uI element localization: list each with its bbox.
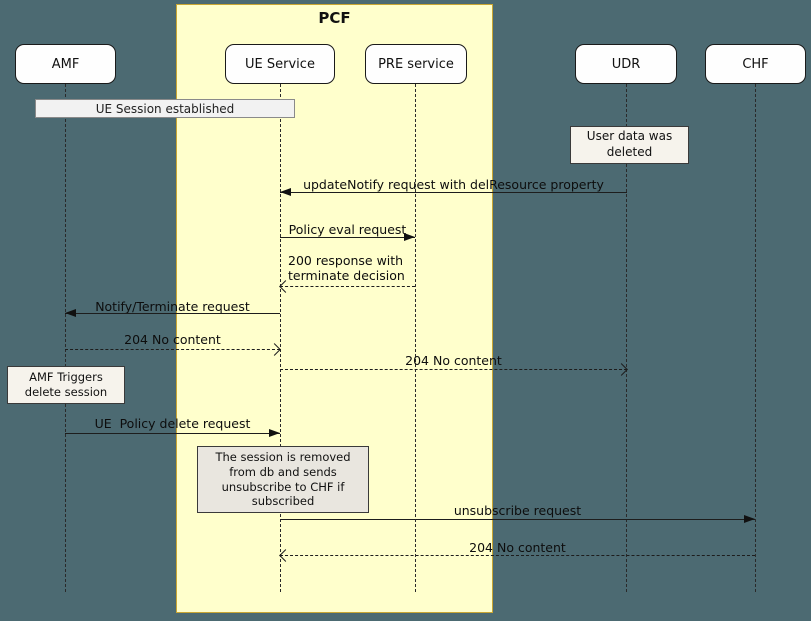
note-user-data-deleted: User data was deleted <box>570 126 689 164</box>
message-label-policy-eval: Policy eval request <box>288 222 407 237</box>
message-line-200-terminate <box>280 286 415 287</box>
message-line-204-amf <box>65 349 280 350</box>
message-label-204-amf: 204 No content <box>124 332 221 347</box>
message-label-notify-terminate: Notify/Terminate request <box>95 299 250 314</box>
participant-udr: UDR <box>575 44 677 84</box>
message-label-policy-delete: UE Policy delete request <box>94 416 251 431</box>
arrowhead-right-icon <box>744 515 755 523</box>
message-label-update-notify: updateNotify request with delResource pr… <box>303 177 604 192</box>
participant-pre-service: PRE service <box>365 44 467 84</box>
lifeline-amf <box>65 84 66 592</box>
participant-ue-service: UE Service <box>225 44 335 84</box>
note-amf-triggers-delete: AMF Triggers delete session <box>7 366 125 404</box>
lifeline-udr <box>626 84 627 592</box>
message-line-notify-terminate <box>65 313 280 314</box>
participant-amf: AMF <box>15 44 116 84</box>
arrowhead-right-icon <box>404 233 415 241</box>
message-line-update-notify <box>280 192 627 193</box>
message-label-204-udr: 204 No content <box>405 353 502 368</box>
lifeline-chf <box>755 84 756 592</box>
message-line-unsubscribe <box>280 519 755 520</box>
lifeline-ue-service <box>280 84 281 592</box>
message-label-200-terminate: 200 response with terminate decision <box>288 253 405 283</box>
divider-ue-session-established: UE Session established <box>35 99 295 118</box>
message-label-204-chf: 204 No content <box>469 540 566 555</box>
note-session-removed: The session is removed from db and sends… <box>197 446 369 513</box>
message-line-204-chf <box>280 555 755 556</box>
arrowhead-left-icon <box>65 309 76 317</box>
arrowhead-left-icon <box>280 188 291 196</box>
message-line-policy-delete <box>65 433 280 434</box>
message-line-policy-eval <box>280 237 415 238</box>
pcf-frame-title: PCF <box>318 9 351 27</box>
participant-chf: CHF <box>705 44 806 84</box>
message-line-204-udr <box>280 369 627 370</box>
arrowhead-right-icon <box>269 429 280 437</box>
lifeline-pre-service <box>415 84 416 592</box>
message-label-unsubscribe: unsubscribe request <box>453 503 582 518</box>
